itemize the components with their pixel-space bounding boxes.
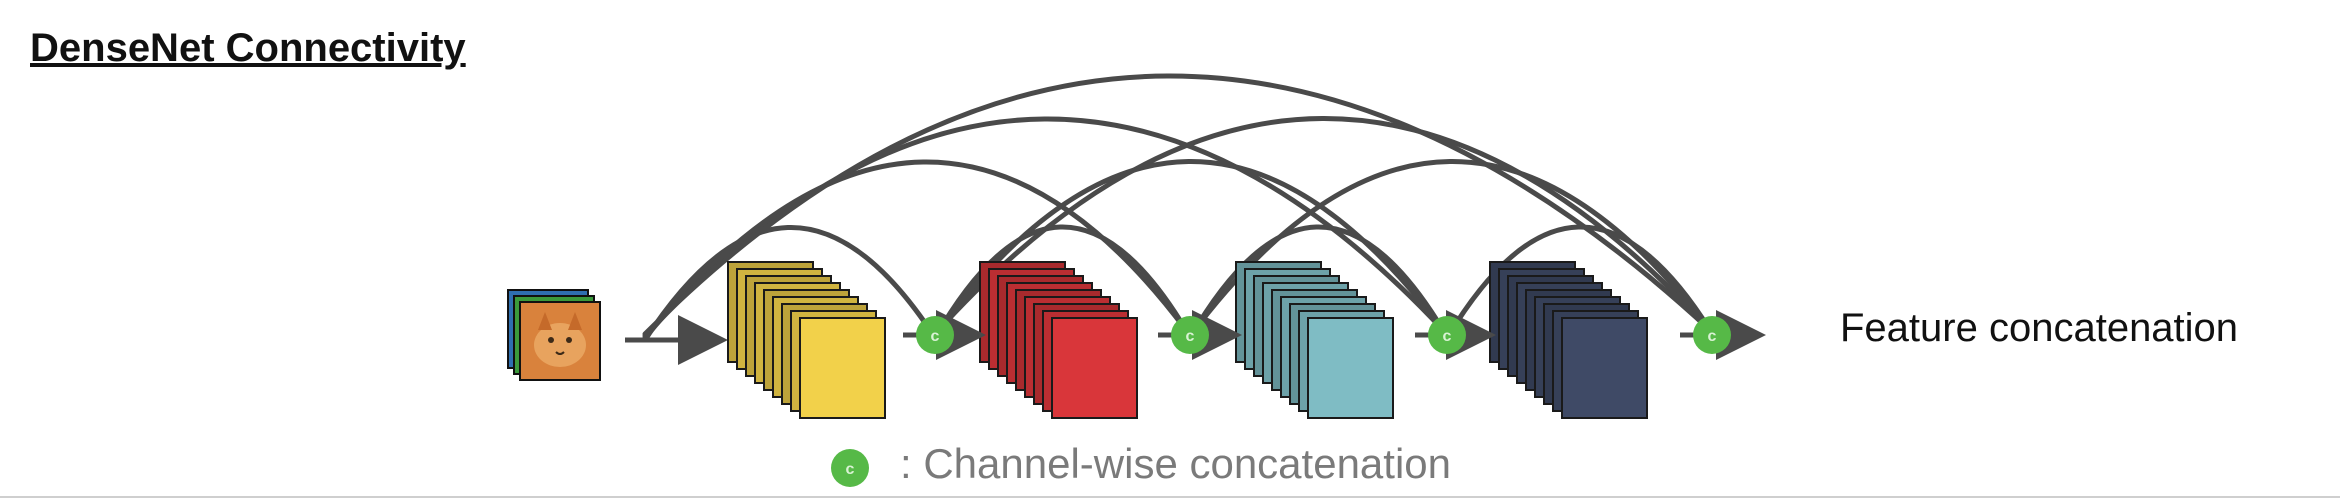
feature-map-front <box>1307 317 1394 419</box>
input-image-stack <box>507 289 601 381</box>
arc-c1-to-c4 <box>932 116 1713 337</box>
concat-node-letter: c <box>1708 328 1717 345</box>
feature-map-front <box>1561 317 1648 419</box>
feature-map-front <box>799 317 886 419</box>
arc-input-to-c4 <box>642 73 1713 337</box>
legend-label: : Channel-wise concatenation <box>900 440 1452 487</box>
feature-concatenation-label: Feature concatenation <box>1840 306 2239 350</box>
concat-node-letter: c <box>1443 328 1452 345</box>
bottom-divider <box>0 496 2340 498</box>
feature-block-3 <box>1235 261 1394 419</box>
cat-image-icon <box>519 301 601 381</box>
concat-node-icon <box>1171 316 1209 354</box>
concat-node-icon <box>1428 316 1466 354</box>
feature-block-4 <box>1489 261 1648 419</box>
skip-connection-arcs <box>642 73 1713 343</box>
feature-block-1 <box>727 261 886 419</box>
concat-node-icon <box>916 316 954 354</box>
concat-node-icon <box>1693 316 1731 354</box>
feature-map-front <box>1051 317 1138 419</box>
arc-input-to-c1 <box>642 225 933 343</box>
concat-node-letter: c <box>1186 328 1195 345</box>
svg-text:c: c <box>846 461 855 478</box>
legend-concat-icon: c <box>831 449 869 487</box>
arc-c2-to-c3 <box>1187 224 1446 341</box>
feature-block-2 <box>979 261 1138 419</box>
arc-c1-to-c2 <box>932 224 1189 341</box>
concat-node-letter: c <box>931 328 940 345</box>
feature-map-blocks <box>727 261 1648 419</box>
page-title: DenseNet Connectivity <box>30 26 466 70</box>
arc-c3-to-c4 <box>1444 224 1713 341</box>
arc-input-to-c2 <box>642 159 1189 341</box>
